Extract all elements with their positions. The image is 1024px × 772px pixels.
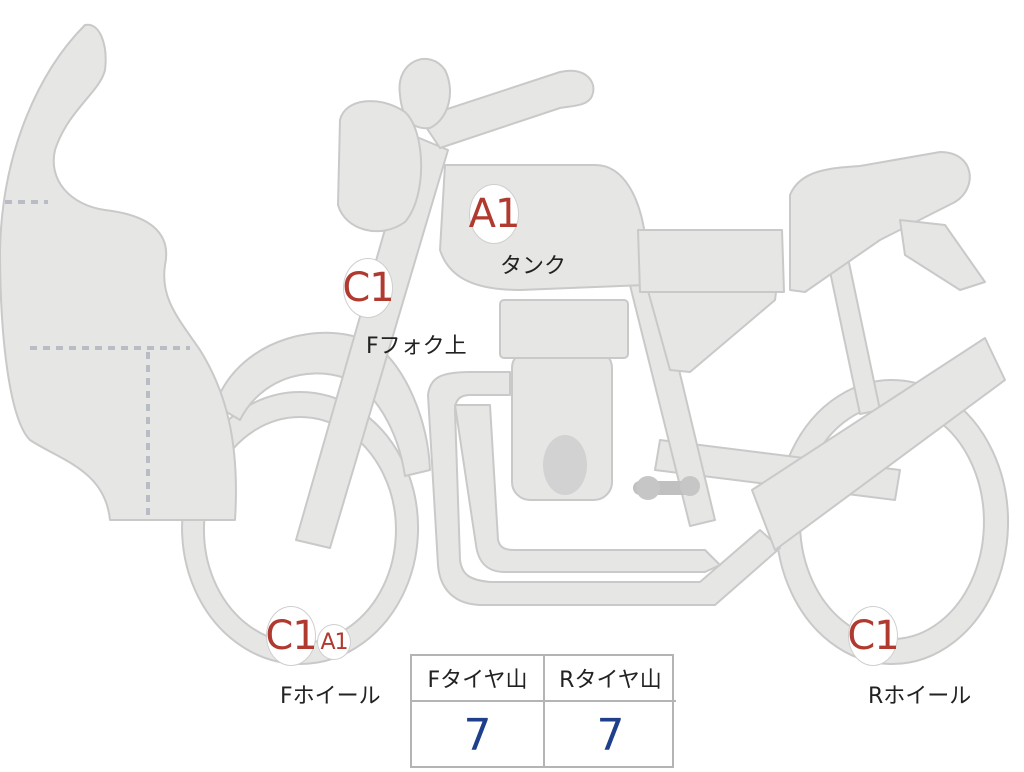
front-tread-header: Fタイヤ山 — [412, 656, 543, 702]
fairing-shape — [0, 23, 237, 521]
front-wheel-grade-badge: C1 — [265, 606, 318, 666]
handlebar-shape — [419, 69, 595, 149]
fork-label: Fフォク上 — [366, 334, 467, 359]
rear-wheel-grade-badge: C1 — [847, 606, 900, 666]
rear-wheel-label: Rホイール — [868, 684, 972, 709]
footpeg-knob-2 — [636, 476, 660, 500]
exhaust-lower-shape — [427, 371, 781, 606]
tire-tread-table: Fタイヤ山 7 Rタイヤ山 7 — [410, 654, 676, 768]
front-wheel-grade2-badge: A1 — [317, 624, 351, 660]
rear-tread-column: Rタイヤ山 7 — [543, 656, 676, 768]
engine-case-dot — [543, 435, 587, 495]
tank-grade-badge: A1 — [469, 184, 520, 244]
tail-shape — [899, 219, 986, 291]
footpeg-knob — [680, 476, 700, 496]
exhaust-upper-shape — [454, 404, 721, 573]
headlight-shape — [337, 100, 423, 232]
tank-label: タンク — [500, 254, 567, 279]
muffler-shape — [751, 337, 1006, 551]
front-fork-shape — [295, 134, 449, 549]
front-tread-column: Fタイヤ山 7 — [412, 656, 543, 768]
fairing-dashed-lines — [5, 200, 190, 515]
engine-head-shape — [499, 299, 629, 359]
rear-tread-value: 7 — [596, 709, 625, 761]
fork-grade-badge: C1 — [342, 258, 395, 318]
seat-rear-shape — [789, 151, 971, 293]
front-wheel-label: Fホイール — [280, 684, 381, 709]
seat-front-shape — [637, 229, 785, 293]
rear-tread-header: Rタイヤ山 — [545, 656, 676, 702]
front-tread-value: 7 — [463, 709, 492, 761]
